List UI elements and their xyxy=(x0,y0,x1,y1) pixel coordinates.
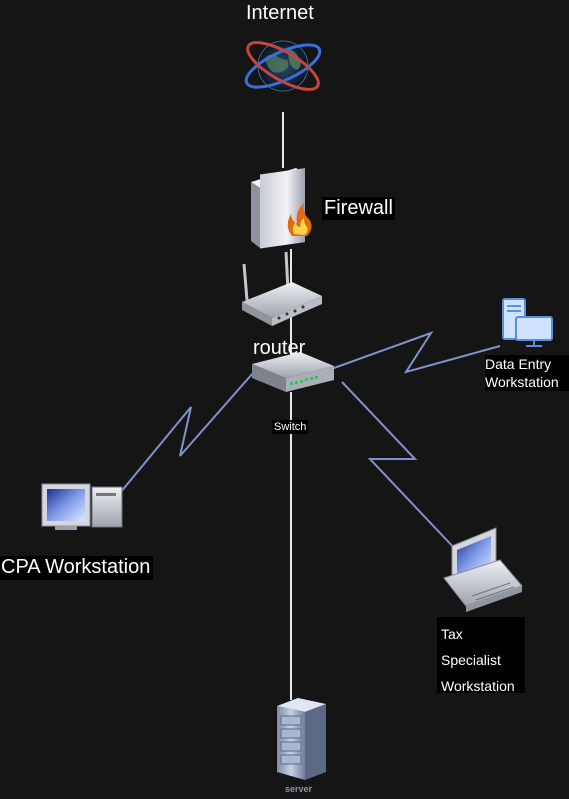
firewall-label: Firewall xyxy=(322,197,395,220)
wireless-link-data-entry xyxy=(333,331,501,374)
server-label: server xyxy=(285,784,313,794)
desktop-pc-icon xyxy=(502,298,553,347)
wireless-link-cpa xyxy=(119,372,254,494)
internet-label: Internet xyxy=(246,2,314,24)
router-label: router xyxy=(253,337,306,359)
server-rack-icon xyxy=(277,698,326,780)
firewall-icon xyxy=(251,168,312,249)
globe-icon xyxy=(244,40,322,92)
cpa-workstation-label: CPA Workstation xyxy=(0,556,154,580)
switch-label: Switch xyxy=(272,420,309,434)
wireless-links xyxy=(119,331,501,553)
switch-icon xyxy=(252,352,334,392)
tax-specialist-workstation-label: Tax Specialist Workstation xyxy=(437,617,525,694)
workstation-icon xyxy=(443,527,523,612)
wireless-link-tax xyxy=(341,381,459,553)
cpa-workstation-icon xyxy=(41,483,123,530)
data-entry-workstation-label: Data Entry Workstation xyxy=(485,355,569,391)
router-icon xyxy=(242,251,322,326)
